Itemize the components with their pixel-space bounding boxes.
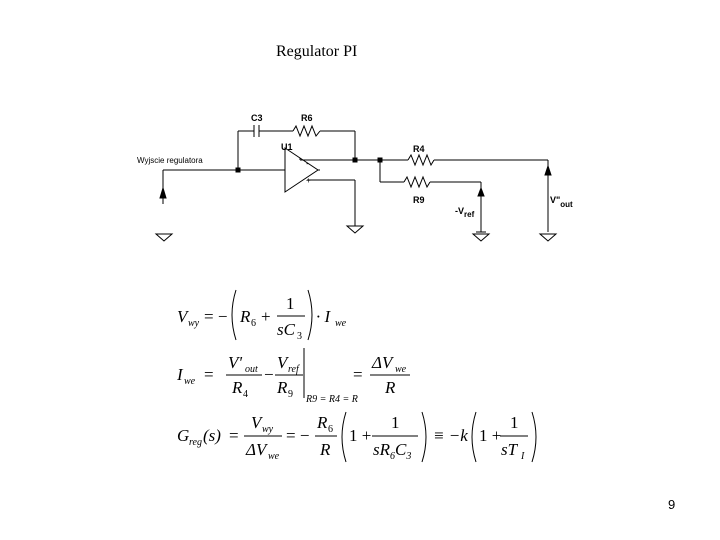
svg-text:(s): (s): [203, 426, 221, 445]
svg-text:out: out: [245, 364, 258, 375]
svg-text:V: V: [177, 307, 190, 326]
svg-text:wy: wy: [188, 318, 200, 329]
junction-output: [352, 157, 358, 163]
equation-3: G reg (s) = V wy ΔV we = − R 6 R 1 + 1 s…: [177, 411, 537, 463]
svg-text:1 +: 1 +: [349, 426, 371, 445]
svg-text:−: −: [264, 365, 274, 384]
equation-2: I we = V' out R 4 − V ref R 9 R9 = R4 = …: [176, 348, 410, 405]
ground-vout-icon: [538, 233, 558, 242]
svg-text:ΔV: ΔV: [371, 353, 395, 372]
svg-text:ref: ref: [288, 364, 300, 375]
r4-resistor: [407, 153, 435, 167]
r4-label: R4: [413, 144, 425, 154]
svg-text:R: R: [276, 378, 288, 397]
vref-label: -Vref: [455, 206, 475, 219]
r9-resistor: [403, 175, 431, 189]
ground-vref-icon: [471, 233, 491, 242]
svg-text:R: R: [239, 307, 251, 326]
c3-label: C3: [251, 113, 263, 123]
svg-text:V: V: [277, 353, 290, 372]
svg-text:≡ −k: ≡ −k: [433, 426, 468, 445]
vout-arrow: [544, 164, 552, 176]
svg-text:3: 3: [297, 331, 302, 342]
svg-text:wy: wy: [262, 424, 274, 435]
svg-text:9: 9: [288, 389, 293, 400]
svg-text:= −: = −: [204, 307, 227, 326]
svg-text:sC: sC: [277, 320, 296, 339]
svg-text:V: V: [251, 413, 264, 432]
svg-text:R: R: [319, 440, 331, 459]
junction-r4-r9: [377, 157, 383, 163]
equation-1: V wy = − R 6 + 1 sC 3 · I we: [177, 289, 347, 342]
svg-text:6: 6: [251, 318, 256, 329]
junction-input: [235, 167, 241, 173]
svg-text:R: R: [384, 378, 396, 397]
svg-text:=: =: [353, 365, 363, 384]
svg-text:I: I: [520, 451, 525, 462]
svg-text:sT: sT: [501, 440, 519, 459]
svg-text:= −: = −: [286, 426, 309, 445]
svg-text:we: we: [184, 376, 196, 387]
op-amp-plus: +: [306, 176, 311, 185]
svg-text:=: =: [229, 426, 239, 445]
r6-label: R6: [301, 113, 313, 123]
svg-text:ΔV: ΔV: [245, 440, 269, 459]
input-label: Wyjscie regulatora: [137, 156, 203, 165]
svg-text:we: we: [335, 318, 347, 329]
svg-text:4: 4: [243, 389, 248, 400]
op-amp-minus: -: [306, 159, 309, 168]
svg-text:=: =: [204, 365, 214, 384]
vref-arrow: [477, 186, 485, 197]
svg-text:+: +: [261, 307, 271, 326]
svg-text:1: 1: [391, 413, 400, 432]
svg-text:G: G: [177, 426, 189, 445]
ground-plus-icon: [345, 225, 365, 234]
svg-text:R: R: [316, 413, 328, 432]
svg-text:I: I: [176, 365, 184, 384]
svg-text:1 +: 1 +: [479, 426, 501, 445]
page-number: 9: [668, 497, 676, 512]
svg-text:1: 1: [286, 294, 295, 313]
r9-label: R9: [413, 195, 425, 205]
svg-text:we: we: [395, 364, 407, 375]
svg-text:6: 6: [328, 424, 333, 435]
svg-text:· I: · I: [316, 307, 332, 326]
vout-label: V"out: [550, 195, 573, 209]
svg-text:R9 = R4 = R: R9 = R4 = R: [305, 394, 358, 405]
svg-text:V': V': [228, 353, 242, 372]
r6-resistor: [292, 124, 321, 138]
svg-text:R: R: [231, 378, 243, 397]
svg-text:1: 1: [510, 413, 519, 432]
slide-title: Regulator PI: [276, 43, 358, 60]
ground-input-icon: [154, 233, 174, 242]
u1-label: U1: [281, 142, 293, 152]
svg-text:we: we: [268, 451, 280, 462]
svg-text:reg: reg: [189, 437, 202, 448]
op-amp-u1: [284, 147, 319, 193]
svg-text:sR6C3: sR6C3: [373, 440, 411, 462]
